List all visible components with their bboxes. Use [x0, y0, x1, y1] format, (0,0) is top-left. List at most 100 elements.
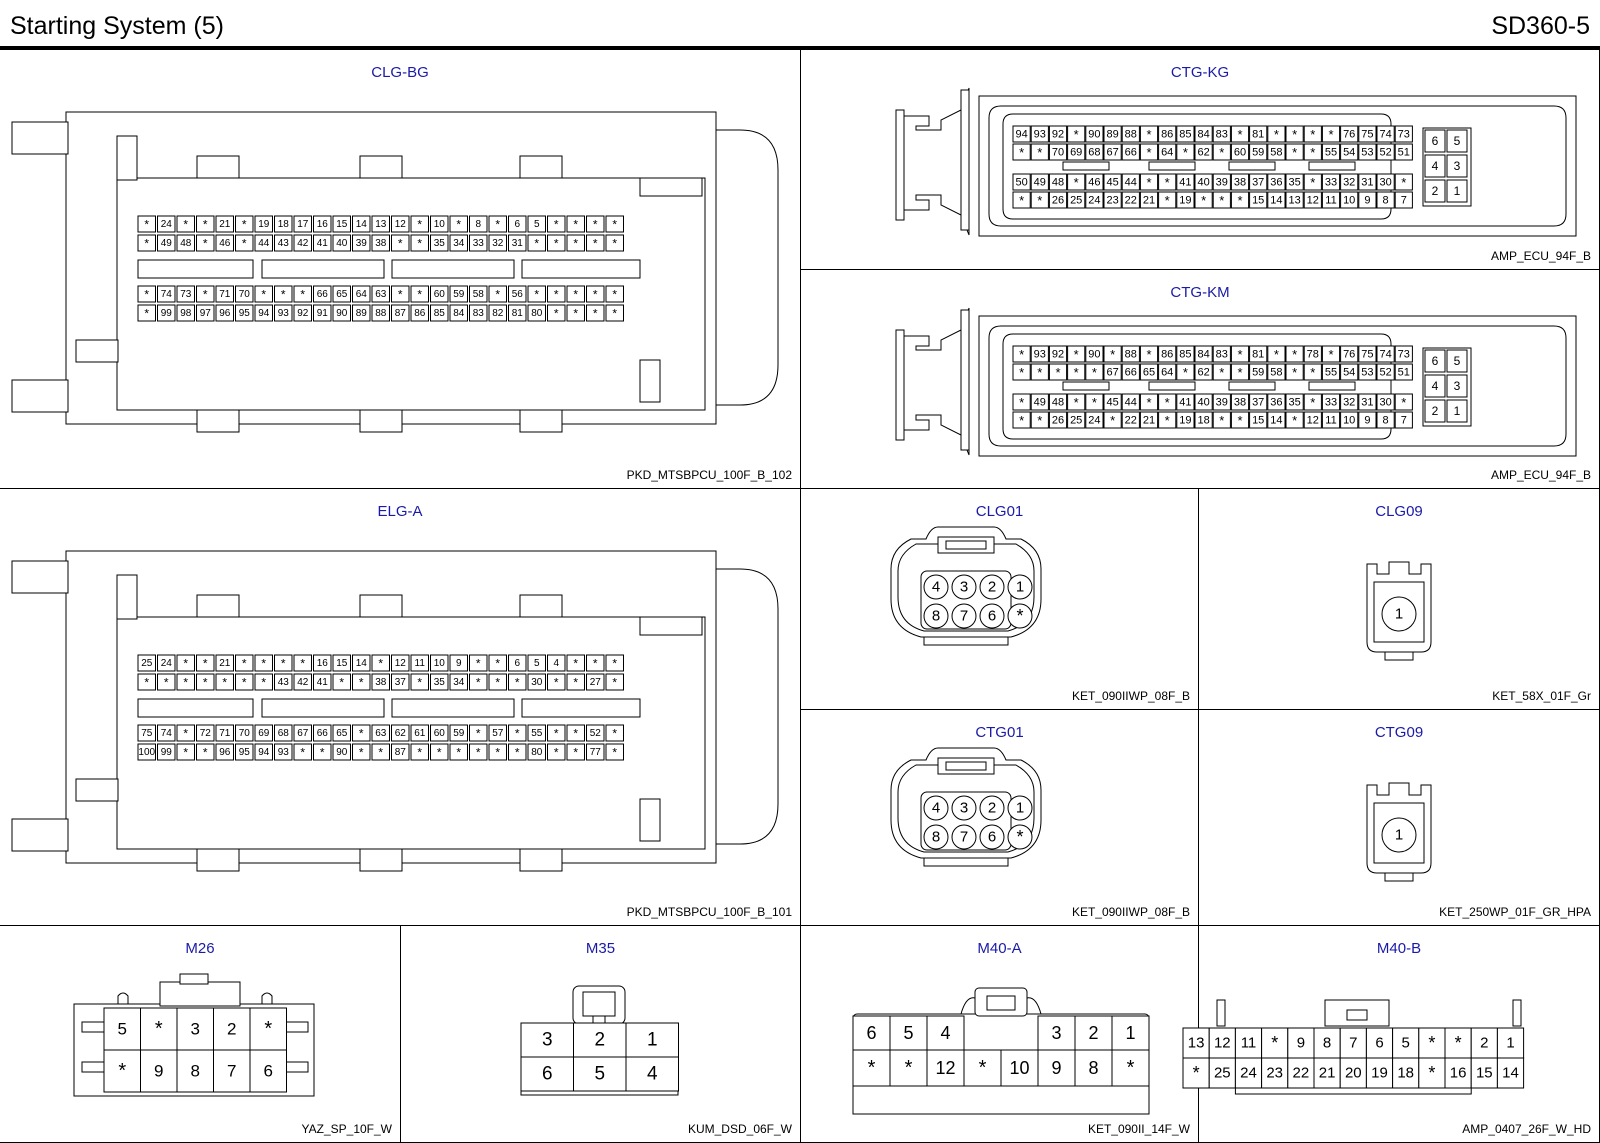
pin-cell [1139, 345, 1159, 363]
pin-cell [1376, 191, 1395, 209]
pin-cell [1048, 411, 1068, 429]
pin-label: 9 [1364, 415, 1370, 427]
pin-cell [979, 574, 1005, 600]
pin-label: 86 [1161, 129, 1173, 141]
pin-label: 90 [336, 308, 348, 319]
pin-cell [391, 654, 410, 672]
pin-cell [1176, 393, 1195, 411]
pin-cell [1358, 173, 1377, 191]
connector-outline [137, 698, 254, 718]
pin-cell [254, 234, 273, 252]
pin-cell [293, 673, 312, 691]
pin-empty: * [144, 237, 149, 251]
pin-cell [923, 795, 949, 821]
pin-cell [1067, 191, 1086, 209]
pin-empty: * [534, 288, 539, 302]
pin-cell [1285, 125, 1304, 143]
connector-outline [1062, 161, 1110, 171]
pin-label: 6 [1432, 354, 1439, 368]
pin-cell [352, 743, 371, 761]
pin-label: 64 [356, 289, 368, 300]
pin-label: 1 [1506, 1035, 1514, 1052]
connector-outline [359, 848, 403, 872]
pin-cell [1446, 399, 1468, 423]
pin-empty: * [1237, 127, 1242, 142]
pin-label: 90 [336, 747, 348, 758]
pin-label: 83 [1216, 349, 1228, 361]
connector-outline [117, 992, 129, 1004]
pin-label: 69 [258, 728, 270, 739]
pin-cell [1158, 393, 1177, 411]
pin-cell [605, 673, 624, 691]
pin-cell [215, 304, 234, 322]
pin-cell [547, 743, 566, 761]
pin-cell [527, 654, 546, 672]
pin-cell [313, 234, 332, 252]
pin-label: 5 [594, 1064, 605, 1085]
connector-title: M40-B [1376, 940, 1422, 957]
pin-cell [1267, 345, 1286, 363]
pin-label: 15 [336, 658, 348, 669]
pin-cell [547, 285, 566, 303]
pin-empty: * [1328, 127, 1333, 142]
pin-label: 38 [1234, 177, 1246, 189]
pin-cell [1212, 345, 1231, 363]
pin-cell [1358, 363, 1377, 381]
pin-label: 96 [219, 308, 231, 319]
pin-empty: * [1110, 347, 1115, 362]
pin-label: 99 [161, 308, 173, 319]
pin-label: 6 [988, 829, 996, 846]
pin-cell [469, 724, 488, 742]
pin-cell [254, 724, 273, 742]
pin-cell [1012, 411, 1031, 429]
connector-outline [75, 778, 119, 802]
pin-label: 27 [590, 677, 602, 688]
pin-empty: * [1110, 413, 1115, 428]
pin-label: 38 [375, 677, 387, 688]
connector-outline [285, 1061, 309, 1073]
pin-cell [410, 743, 429, 761]
pin-cell [1158, 191, 1177, 209]
pin-label: 38 [1234, 397, 1246, 409]
pin-cell [274, 304, 293, 322]
pin-cell [951, 574, 977, 600]
pin-cell [1249, 143, 1268, 161]
connector-outline [196, 409, 240, 433]
pin-label: 56 [512, 289, 524, 300]
pin-label: 53 [1361, 147, 1373, 159]
pin-cell [215, 234, 234, 252]
pin-empty: * [612, 657, 617, 671]
pin-cell [1285, 173, 1304, 191]
pin-cell [352, 654, 371, 672]
connector-outline [1512, 999, 1522, 1027]
pin-empty: * [534, 237, 539, 251]
pin-label: 88 [375, 308, 387, 319]
pin-cell [1212, 411, 1231, 429]
pin-label: 26 [1052, 415, 1064, 427]
pin-label: 12 [1307, 195, 1319, 207]
pin-label: 21 [1319, 1065, 1336, 1082]
pin-empty: * [1310, 175, 1315, 190]
pin-cell [430, 304, 449, 322]
pin-cell [586, 234, 605, 252]
pin-cell [508, 234, 527, 252]
pin-cell [1381, 817, 1417, 853]
pin-cell [410, 724, 429, 742]
pin-label: 7 [1401, 415, 1407, 427]
pin-label: 18 [1397, 1065, 1414, 1082]
pin-cell [527, 743, 546, 761]
pin-label: 23 [1266, 1065, 1283, 1082]
pin-cell [1194, 345, 1213, 363]
connector-outline [137, 259, 254, 279]
pin-label: 55 [1325, 147, 1337, 159]
pin-label: 88 [1125, 349, 1137, 361]
connector-outline [1366, 782, 1432, 874]
pin-empty: * [378, 746, 383, 760]
pin-empty: * [222, 676, 227, 690]
connector-outline [521, 259, 641, 279]
